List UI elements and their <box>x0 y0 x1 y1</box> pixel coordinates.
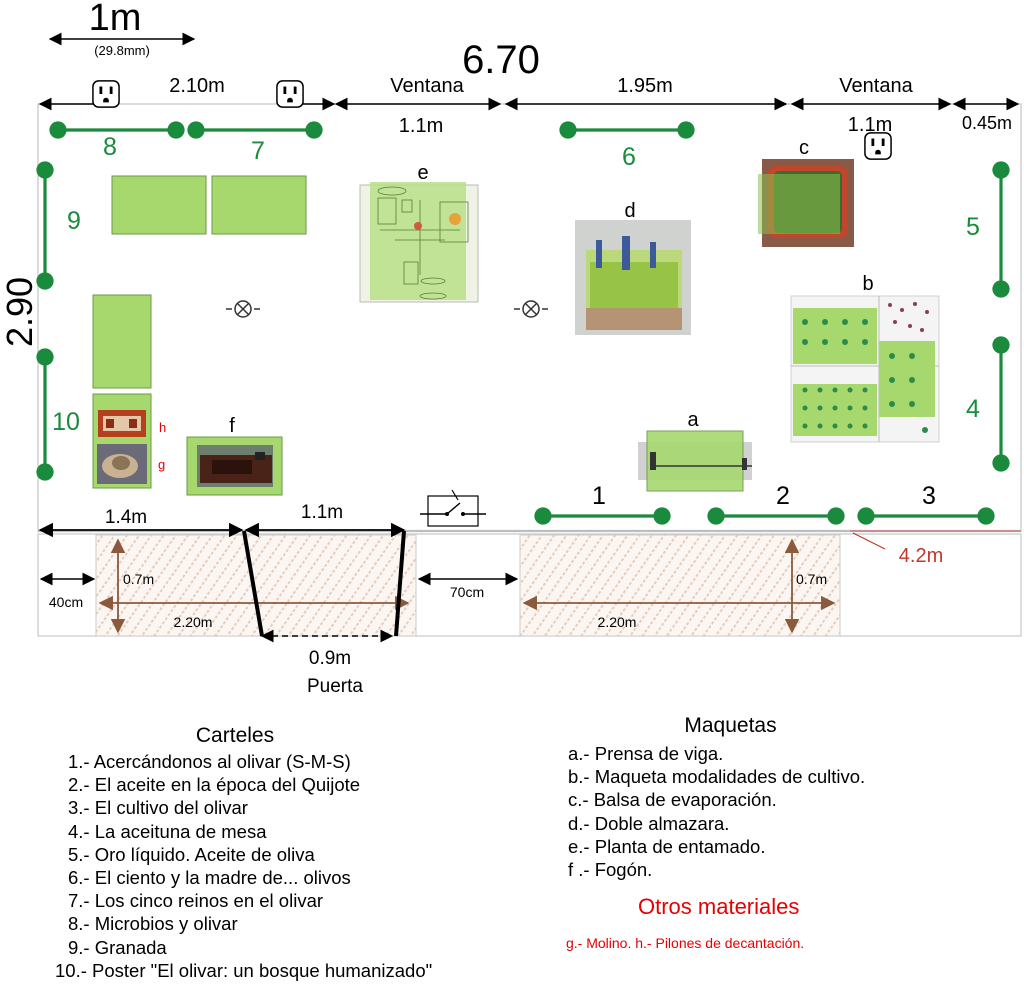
window-left-label: Ventana <box>390 75 464 97</box>
window-left-width: 1.1m <box>399 115 443 137</box>
corridor-length-label: 4.2m <box>899 545 943 567</box>
outlet-icon <box>276 80 304 108</box>
table-block <box>211 175 307 235</box>
legend-carteles-title: Carteles <box>195 724 275 747</box>
outlet-icon <box>864 132 892 160</box>
window-right-width: 1.1m <box>848 114 892 136</box>
legend-carteles: Carteles 1.- Acercándonos al olivar (S-M… <box>55 724 525 982</box>
legend-item: a.- Prensa de viga. <box>568 743 724 764</box>
legend-item: 2.- El aceite en la época del Quijote <box>68 774 361 796</box>
legend-item: f .- Fogón. <box>568 859 653 881</box>
legend-otros-items: g.- Molino. h.- Pilones de decantación. <box>566 935 805 951</box>
door-label: Puerta <box>307 676 363 697</box>
legend-item: b.- Maqueta modalidades de cultivo. <box>568 766 866 788</box>
legend-item: 3.- El cultivo del olivar <box>68 797 248 819</box>
dim-1-95m: 1.95m <box>617 75 673 97</box>
scale-bar: 1m (29.8mm) <box>48 0 196 58</box>
bench-depth-right: 0.7m <box>796 571 827 587</box>
model-c-photo <box>758 159 854 247</box>
table-block <box>92 294 152 389</box>
model-f-photo <box>197 445 273 487</box>
bench-left <box>95 534 417 637</box>
mill-photo <box>97 444 147 484</box>
legend-item: e.- Planta de entamado. <box>568 835 766 857</box>
dim-40cm: 40cm <box>49 594 83 610</box>
model-label-c: c <box>799 137 809 159</box>
bench-length-right: 2.20m <box>598 614 637 630</box>
model-b-plan <box>790 295 940 443</box>
switch-icon <box>420 489 486 527</box>
legend-item: d.- Doble almazara. <box>568 812 730 834</box>
model-label-a: a <box>687 409 699 431</box>
floor-plan: 1m (29.8mm) 6.70 2.90 2.10m Ventana 1.95… <box>0 0 1022 697</box>
dim-1-4m: 1.4m <box>105 507 147 528</box>
bench-depth-left: 0.7m <box>123 571 154 587</box>
poster-number-10: 10 <box>52 408 80 436</box>
decantation-basins-photo <box>98 410 146 437</box>
poster-number-4: 4 <box>966 395 980 423</box>
model-a-plan <box>638 430 752 492</box>
mark-g: g <box>158 457 165 472</box>
window-right-label: Ventana <box>839 75 913 97</box>
room-height-label: 2.90 <box>0 277 40 347</box>
legend-item: 8.- Microbios y olivar <box>68 913 238 935</box>
dim-1-1m: 1.1m <box>301 502 343 523</box>
scale-sublabel: (29.8mm) <box>94 43 150 58</box>
model-label-e: e <box>417 162 428 184</box>
total-width-label: 6.70 <box>462 38 540 82</box>
model-label-b: b <box>862 273 873 295</box>
legend-item: 7.- Los cinco reinos en el olivar <box>68 890 324 912</box>
mark-h: h <box>159 420 166 435</box>
legend-item: 5.- Oro líquido. Aceite de oliva <box>68 843 315 865</box>
legend-otros-title: Otros materiales <box>638 894 800 919</box>
legend-maquetas-title: Maquetas <box>684 714 777 737</box>
legend-item: 9.- Granada <box>68 936 167 958</box>
poster-number-7: 7 <box>251 137 265 165</box>
legend-maquetas: Maquetas a.- Prensa de viga. b.- Maqueta… <box>568 714 1008 881</box>
poster-number-1: 1 <box>592 482 606 510</box>
table-block <box>111 175 207 235</box>
door-width-label: 0.9m <box>309 648 351 669</box>
door <box>242 530 406 637</box>
poster-number-9: 9 <box>67 207 81 235</box>
poster-number-8: 8 <box>103 133 117 161</box>
scale-label: 1m <box>89 0 142 39</box>
model-d-photo <box>575 220 691 335</box>
poster-number-6: 6 <box>622 143 636 171</box>
poster-number-2: 2 <box>776 482 790 510</box>
legend-item: c.- Balsa de evaporación. <box>568 789 777 811</box>
bench-length-left: 2.20m <box>174 614 213 630</box>
model-label-f: f <box>229 415 235 437</box>
model-label-d: d <box>624 200 635 222</box>
poster-number-3: 3 <box>922 482 936 510</box>
model-e-plan <box>359 182 479 303</box>
legend-item: 4.- La aceituna de mesa <box>68 820 267 842</box>
dim-2-10m: 2.10m <box>169 75 225 97</box>
outlet-icon <box>92 80 120 108</box>
legend-item: 6.- El ciento y la madre de... olivos <box>68 867 351 889</box>
dim-70cm: 70cm <box>450 584 484 600</box>
legend-item: 1.- Acercándonos al olivar (S-M-S) <box>68 751 351 772</box>
legend-item: 10.- Poster "El olivar: un bosque humani… <box>55 959 433 981</box>
poster-number-5: 5 <box>966 213 980 241</box>
dim-0-45m: 0.45m <box>962 113 1012 133</box>
